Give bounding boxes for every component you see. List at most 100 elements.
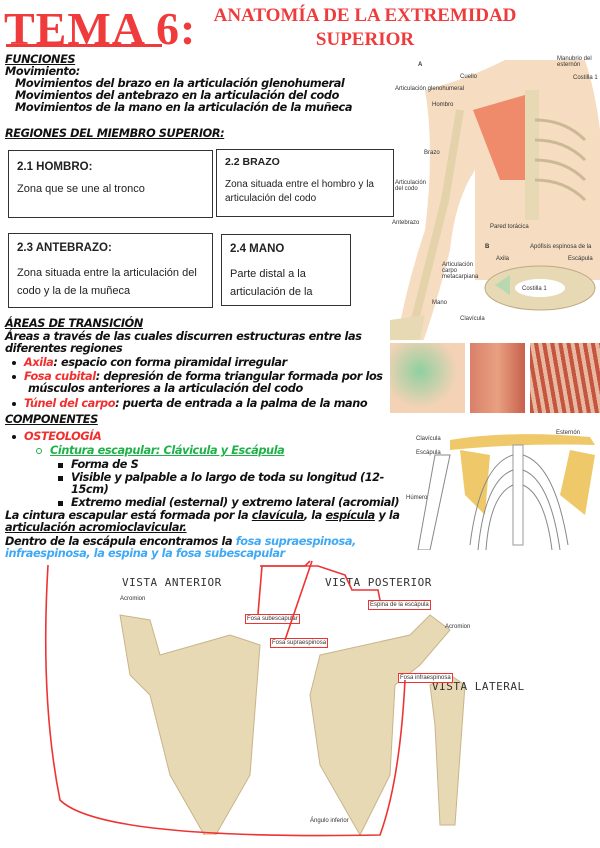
figure-label: Húmero [406,495,428,501]
bullet-icon [12,435,16,439]
thorax-figure [417,434,595,550]
bullet-icon [12,402,16,406]
figure-label: Escápula [568,256,593,262]
figure-label: Manubrio del esternón [557,56,592,68]
arm-anatomy-figure [390,60,600,340]
figure-label: Brazo [424,150,440,156]
funciones-item: Movimientos de la mano en la articulació… [15,101,353,114]
view-title: VISTA POSTERIOR [325,576,432,589]
subtitle-line1: ANATOMÍA DE LA EXTREMIDAD [213,5,517,26]
area-item-axila: Axila: espacio con forma piramidal irreg… [12,357,287,369]
cintura-paragraph: La cintura escapular está formada por la… [5,510,405,534]
region-box-brazo: 2.2 BRAZO Zona situada entre el hombro y … [216,149,394,217]
figure-label: Cuello [460,74,478,80]
bullet-text: Forma de S [71,458,139,471]
circle-bullet-icon [36,448,42,454]
figure-label: Clavícula [416,436,441,442]
carpal-tunnel-photo [530,343,600,413]
figure-label: Apófisis espinosa de la [530,244,592,250]
areas-heading: ÁREAS DE TRANSICIÓN [5,317,143,330]
subtitle: ANATOMÍA DE LA EXTREMIDAD SUPERIOR [195,4,535,52]
region-text: Parte distal a la articulación de la [230,268,313,298]
cintura-label: Cintura escapular: Clávicula y Escápula [50,444,285,457]
cintura-bullet: Extremo medial (esternal) y extremo late… [58,496,400,509]
text: La cintura escapular está formada por la [5,509,252,522]
area-term: Túnel del carpo [24,397,116,410]
region-text: Zona que se une al tronco [17,183,145,195]
region-text: Zona situada entre la articulación del c… [17,267,197,297]
figure-label: Escápula [416,450,441,456]
region-text: Zona situada entre el hombro y la articu… [225,179,374,204]
text: , la [303,509,326,522]
title-underline [6,44,162,47]
bullet-icon [12,361,16,365]
figure-label: Acromion [120,596,146,602]
cintura-bullet: Forma de S [58,458,139,471]
region-title: 2.1 HOMBRO: [17,161,93,173]
text: articulación acromioclavicular. [5,521,187,534]
area-term: Fosa cubital [24,370,96,383]
highlighted-label: Fosa infraespinosa [398,673,453,683]
figure-label: Articulación glenohumeral [395,86,465,92]
bullet-text: Visible y palpable a lo largo de toda su… [71,471,384,496]
funciones-heading: FUNCIONES [5,53,76,66]
figure-label: A [418,62,423,68]
axilla-photo [390,343,465,413]
figure-label: Pared torácica [490,224,529,230]
cintura-item: Cintura escapular: Clávicula y Escápula [36,444,285,457]
region-box-hombro: 2.1 HOMBRO: Zona que se une al tronco [8,150,213,218]
cintura-bullet: Visible y palpable a lo largo de toda su… [58,472,393,496]
figure-label: Costilla 1 [573,75,598,81]
figure-label: Clavícula [460,316,485,322]
figure-label: Axila [496,256,510,262]
figure-label: Esternón [556,430,581,436]
figure-label: Mano [432,300,448,306]
area-item-fosa: Fosa cubital: depresión de forma triangu… [12,371,397,395]
funciones-item: Movimientos del antebrazo en la articula… [15,89,339,102]
bullet-text: Extremo medial (esternal) y extremo late… [71,496,400,509]
view-title: VISTA LATERAL [432,680,525,693]
figure-label: Articulación del codo [395,180,427,192]
figure-label: B [485,244,490,250]
region-title: 2.3 ANTEBRAZO: [17,242,112,254]
figure-label: Hombro [432,102,454,108]
funciones-item: Movimientos del brazo en la articulación… [15,77,345,90]
areas-intro: Áreas a través de las cuales discurren e… [5,330,362,355]
square-bullet-icon [58,475,63,481]
highlighted-label: Espina de la escápula [368,600,431,610]
bullet-icon [12,375,16,379]
movimiento-label: Movimiento: [5,65,80,78]
subtitle-line2: SUPERIOR [315,29,415,50]
view-title: VISTA ANTERIOR [122,576,222,589]
region-box-mano: 2.4 MANO Parte distal a la articulación d… [221,234,351,306]
area-desc: : depresión de forma triangular formada … [28,370,383,395]
region-box-antebrazo: 2.3 ANTEBRAZO: Zona situada entre la arti… [8,233,213,308]
highlighted-label: Fosa supraespinosa [270,638,329,648]
osteologia-item: OSTEOLOGÍA [12,430,102,443]
square-bullet-icon [58,462,63,468]
cubital-fossa-photo [470,343,525,413]
componentes-heading: COMPONENTES [5,413,98,426]
escapula-paragraph: Dentro de la escápula encontramos la fos… [5,536,390,560]
text: clavícula [251,509,304,522]
highlight-text: fosa supraespinosa, infraespinosa, la es… [5,535,356,560]
regiones-heading: REGIONES DEL MIEMBRO SUPERIOR: [5,127,225,140]
area-desc: : puerta de entrada a la palma de la man… [115,397,368,410]
text: espícula [325,509,376,522]
highlighted-label: Fosa subescapular [245,614,300,624]
osteologia-label: OSTEOLOGÍA [24,430,102,443]
text: y la [374,509,400,522]
figure-label: Acromion [445,624,471,630]
area-desc: : espacio con forma piramidal irregular [53,356,287,369]
figure-label: Ángulo inferior [310,818,349,824]
region-title: 2.4 MANO [230,243,285,255]
figure-label: Antebrazo [392,220,420,226]
figure-label: Articulación carpo metacarpiana [442,262,479,280]
figure-label: Costilla 1 [522,286,547,292]
area-item-tunel: Túnel del carpo: puerta de entrada a la … [12,397,368,410]
text: Dentro de la escápula encontramos la [5,535,236,548]
area-term: Axila [24,356,54,369]
square-bullet-icon [58,500,63,506]
region-title: 2.2 BRAZO [225,156,280,168]
page-title: TEMA 6: [4,3,197,54]
